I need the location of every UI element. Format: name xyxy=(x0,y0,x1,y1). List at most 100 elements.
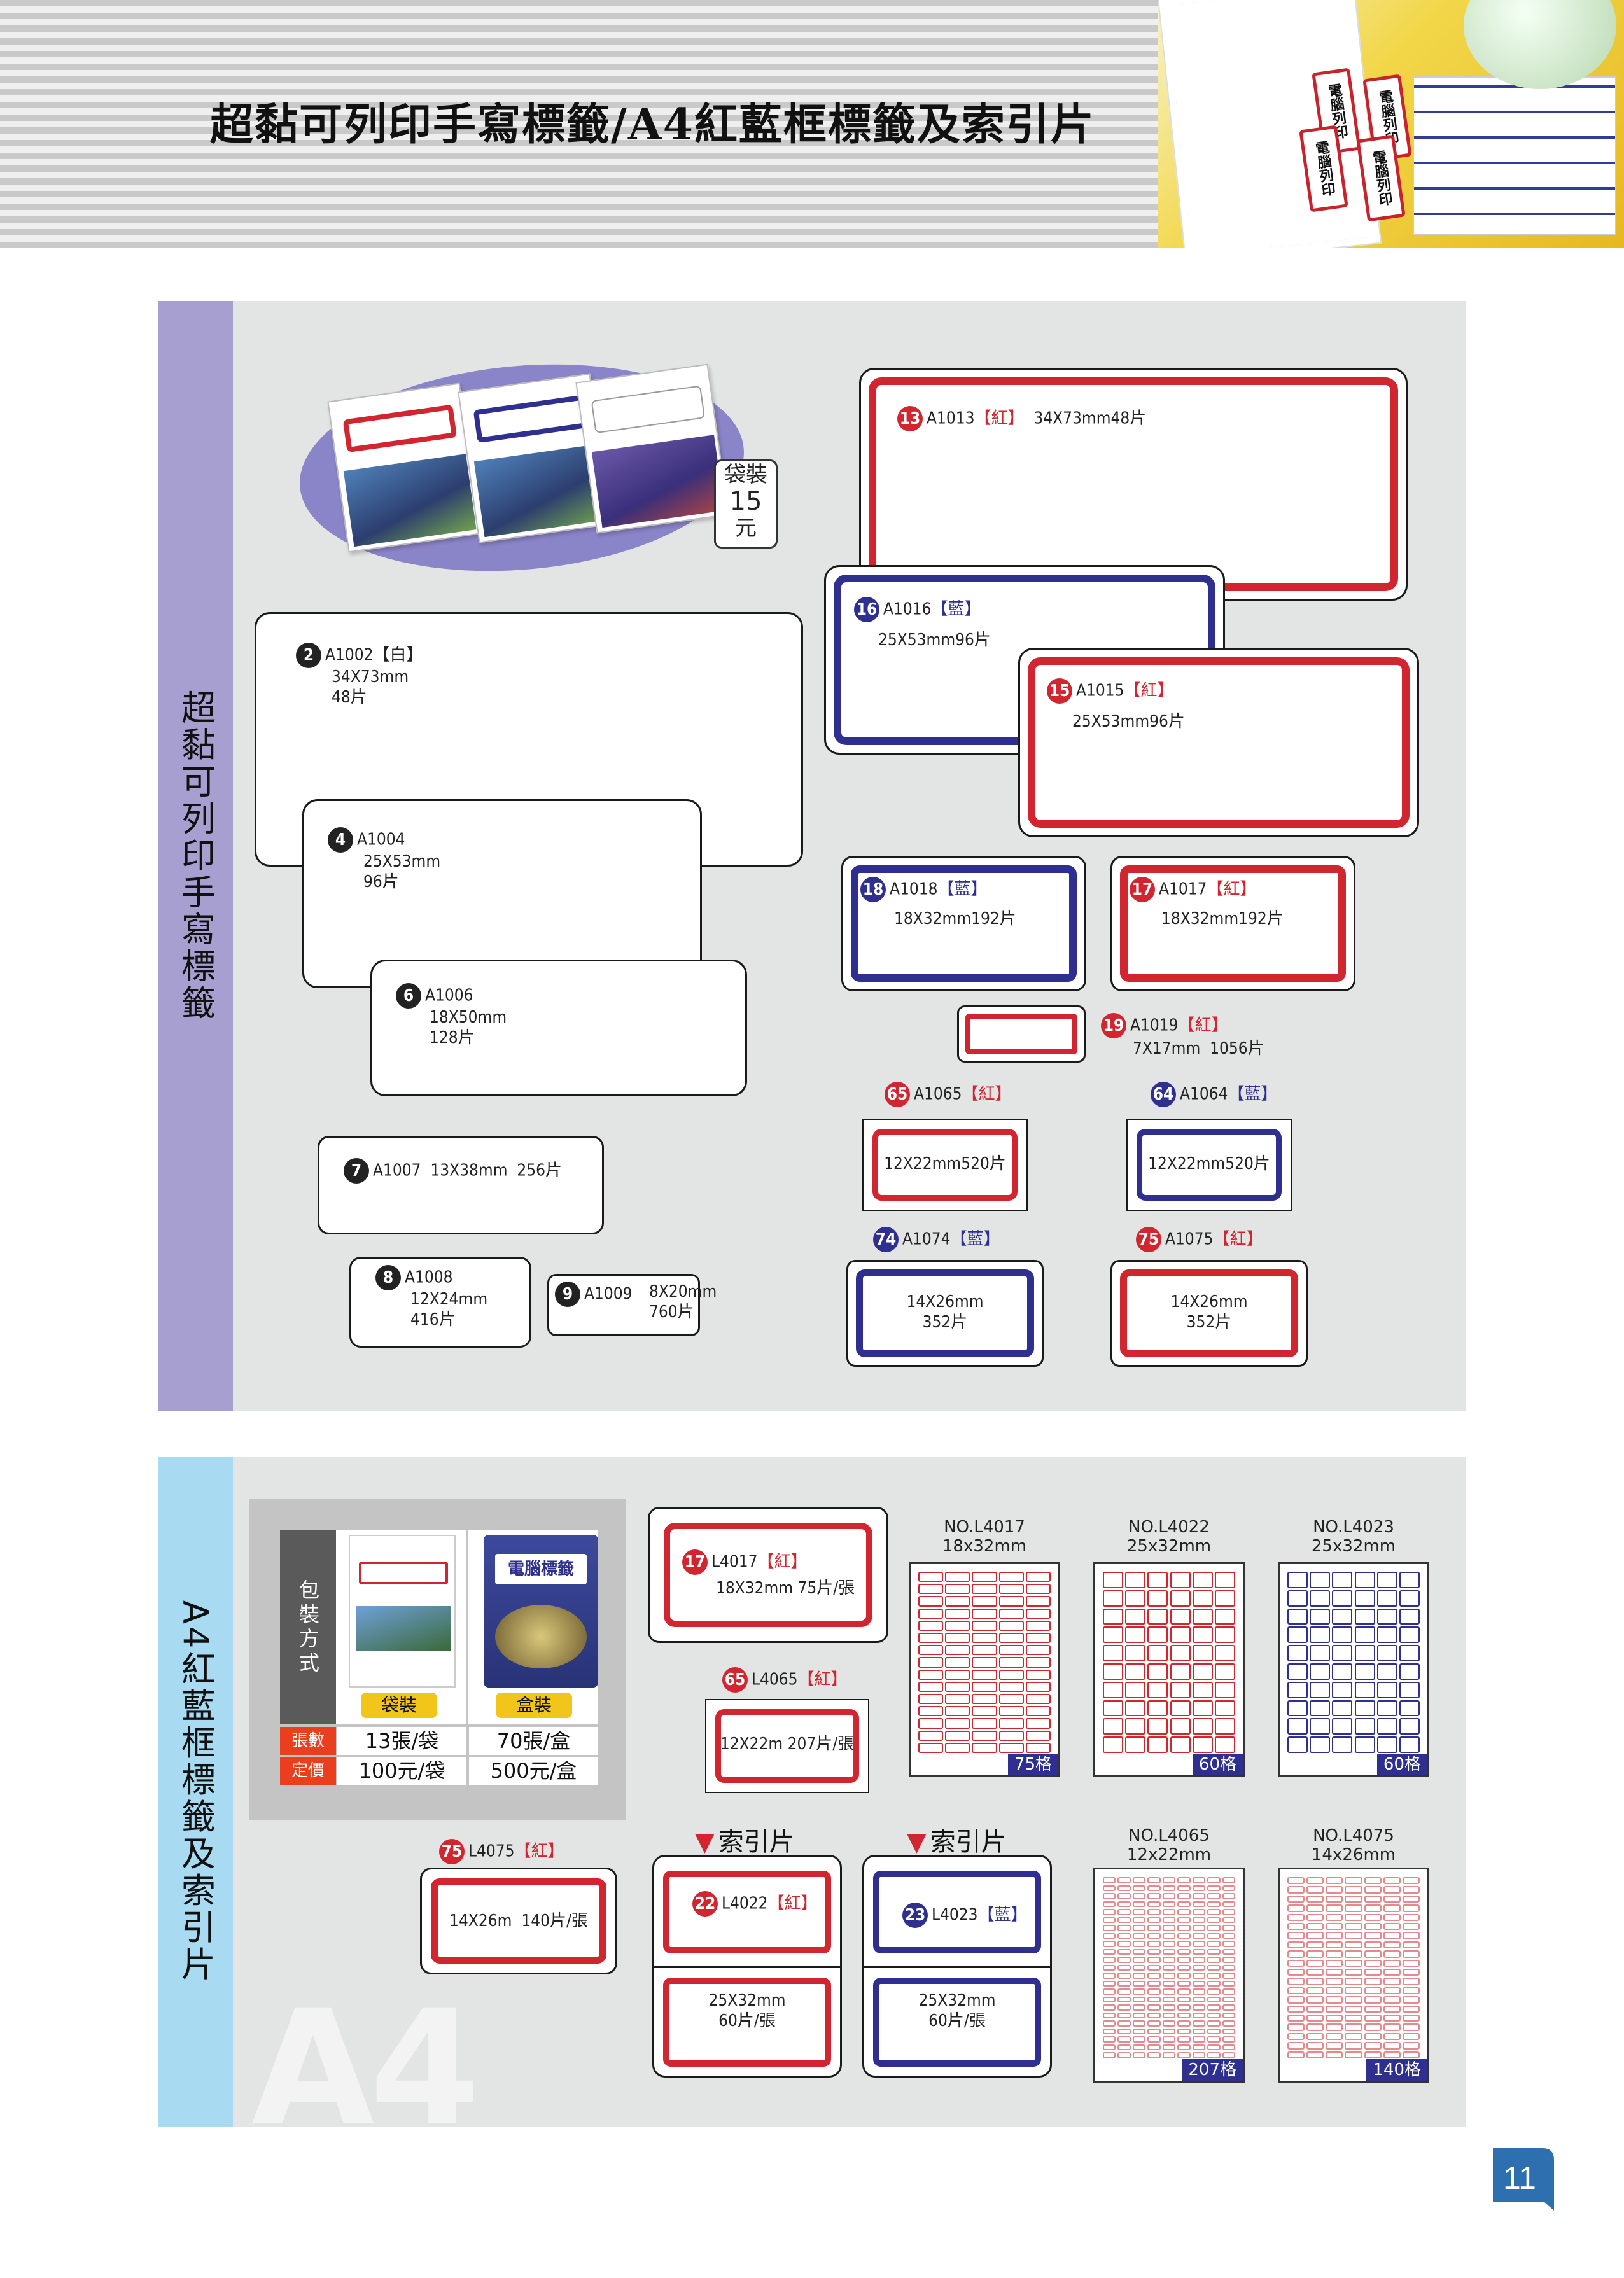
sheet-cell xyxy=(1103,1932,1116,1939)
item-number-badge: 9 xyxy=(555,1282,580,1307)
sheet-cell xyxy=(1364,2005,1382,2013)
sheet-cell xyxy=(1326,1904,1343,1912)
sheet-cell xyxy=(1207,1909,1221,1915)
sheet-cell xyxy=(918,1706,944,1717)
sheet-grid xyxy=(1287,1572,1420,1753)
sheet-cell xyxy=(1207,1877,1221,1883)
sheet-L4022: 60格 xyxy=(1093,1562,1245,1777)
sheet-cell xyxy=(918,1669,944,1680)
bag-tag-price: 15 xyxy=(729,487,762,516)
header-product-photo: 電腦列印 電腦列印 電腦列印 電腦列印 xyxy=(1158,0,1624,248)
sheet-cell xyxy=(1383,2032,1401,2041)
sheet-cell xyxy=(945,1584,970,1595)
item-number-badge: 18 xyxy=(860,877,886,902)
sheet-count: 207格 xyxy=(1182,2059,1243,2081)
sheet-cell xyxy=(1103,1645,1124,1661)
sheet-cell xyxy=(1103,1925,1116,1931)
sheet-cell xyxy=(1025,1584,1051,1595)
sheet-cell xyxy=(945,1669,970,1680)
sheet-cell xyxy=(1125,1590,1146,1607)
sheet-cell xyxy=(1287,2032,1305,2041)
sheet-cell xyxy=(1147,1980,1161,1987)
sheet-cell xyxy=(1345,2032,1362,2041)
sheet-cell xyxy=(1125,1572,1146,1588)
sheet-cell xyxy=(1376,1681,1397,1698)
sheet-cell xyxy=(1306,1996,1324,2004)
sheet-cell xyxy=(1132,1901,1146,1908)
sheet-cell xyxy=(1025,1669,1051,1680)
sheet-cell xyxy=(1364,1904,1382,1912)
sheet-cell xyxy=(1222,2028,1235,2035)
sheet-cell xyxy=(1287,1913,1305,1921)
label-A1065 xyxy=(862,1119,1028,1211)
sheet-cell xyxy=(1132,2028,1146,2035)
sheet-cell xyxy=(972,1584,997,1595)
sheet-cell xyxy=(972,1718,997,1729)
row-price-box: 500元/盒 xyxy=(469,1757,598,1785)
sheet-cell xyxy=(945,1742,970,1753)
item-number-badge: 16 xyxy=(854,597,879,622)
sheet-cell xyxy=(1132,2012,1146,2019)
item-number-badge: 65 xyxy=(722,1667,748,1693)
sheet-cell xyxy=(998,1718,1024,1729)
sheet-cell xyxy=(1310,1700,1331,1717)
sheet-cell xyxy=(1025,1608,1051,1619)
sheet-cell xyxy=(1192,1893,1206,1899)
spec-A1018: 18X32mm192片 xyxy=(894,909,1016,928)
sheet-cell xyxy=(1103,2044,1116,2051)
sheet-cell xyxy=(1147,1718,1168,1735)
sheet-cell xyxy=(1402,2015,1420,2022)
sheet-cell xyxy=(1117,1988,1131,1995)
sheet-cell xyxy=(1399,1681,1420,1698)
sheet-cell xyxy=(1287,1941,1305,1949)
section1-side-bar: 超黏可列印手寫標籤 xyxy=(158,301,233,1411)
page-number-badge: 11 xyxy=(1493,2148,1554,2211)
sheet-cell xyxy=(1117,1957,1131,1963)
sheet-cell xyxy=(1192,2036,1206,2043)
sheet-cell xyxy=(918,1694,944,1705)
sheet-cell xyxy=(1326,1886,1343,1894)
sheet-cell xyxy=(1383,1959,1401,1967)
sheet-cell xyxy=(1207,1925,1221,1931)
sheet-cell xyxy=(1117,1941,1131,1947)
sheet-cell xyxy=(998,1706,1024,1717)
sheet-cell xyxy=(1345,1959,1362,1967)
sheet-cell xyxy=(1192,2028,1206,2035)
label-A1013 xyxy=(859,368,1408,601)
sheet-cell xyxy=(1103,1948,1116,1955)
item-number-badge: 17 xyxy=(682,1549,708,1575)
sheet-cell xyxy=(1402,1932,1420,1939)
sheet-cell xyxy=(972,1608,997,1619)
sheet-cell xyxy=(1383,1996,1401,2004)
sheet-cell xyxy=(1177,1901,1191,1908)
item-code: L4022 xyxy=(722,1894,768,1913)
item-number-badge: 4 xyxy=(328,827,353,853)
sheet-cell xyxy=(1117,1885,1131,1892)
sheet-cell xyxy=(1222,1932,1235,1939)
sheet-cell xyxy=(1345,1932,1362,1939)
sheet-cell xyxy=(1147,1917,1161,1924)
sheet-cell xyxy=(918,1718,944,1729)
item-number-badge: 22 xyxy=(692,1891,718,1917)
sheet-cell xyxy=(1345,1978,1362,1985)
sheet-cell xyxy=(1306,1895,1324,1903)
sheet-cell xyxy=(1177,2012,1191,2019)
spec-L4022: 25X32mm 60片/張 xyxy=(708,1991,786,2030)
sheet-cell xyxy=(1162,2044,1176,2051)
sheet-cell xyxy=(1332,1681,1353,1698)
sheet-cell xyxy=(1364,1923,1382,1931)
sheet-cell xyxy=(1326,1996,1343,2004)
sheet-cell xyxy=(1345,2023,1362,2031)
row-sheets-label: 張數 xyxy=(280,1727,336,1755)
sheet-cell xyxy=(1326,1950,1343,1958)
sheet-cell xyxy=(1364,2032,1382,2041)
sheet-cell xyxy=(1306,1969,1324,1976)
sheet-cell xyxy=(1402,1886,1420,1894)
sheet-cell xyxy=(1222,1877,1235,1883)
sheet-cell xyxy=(1103,1572,1124,1588)
